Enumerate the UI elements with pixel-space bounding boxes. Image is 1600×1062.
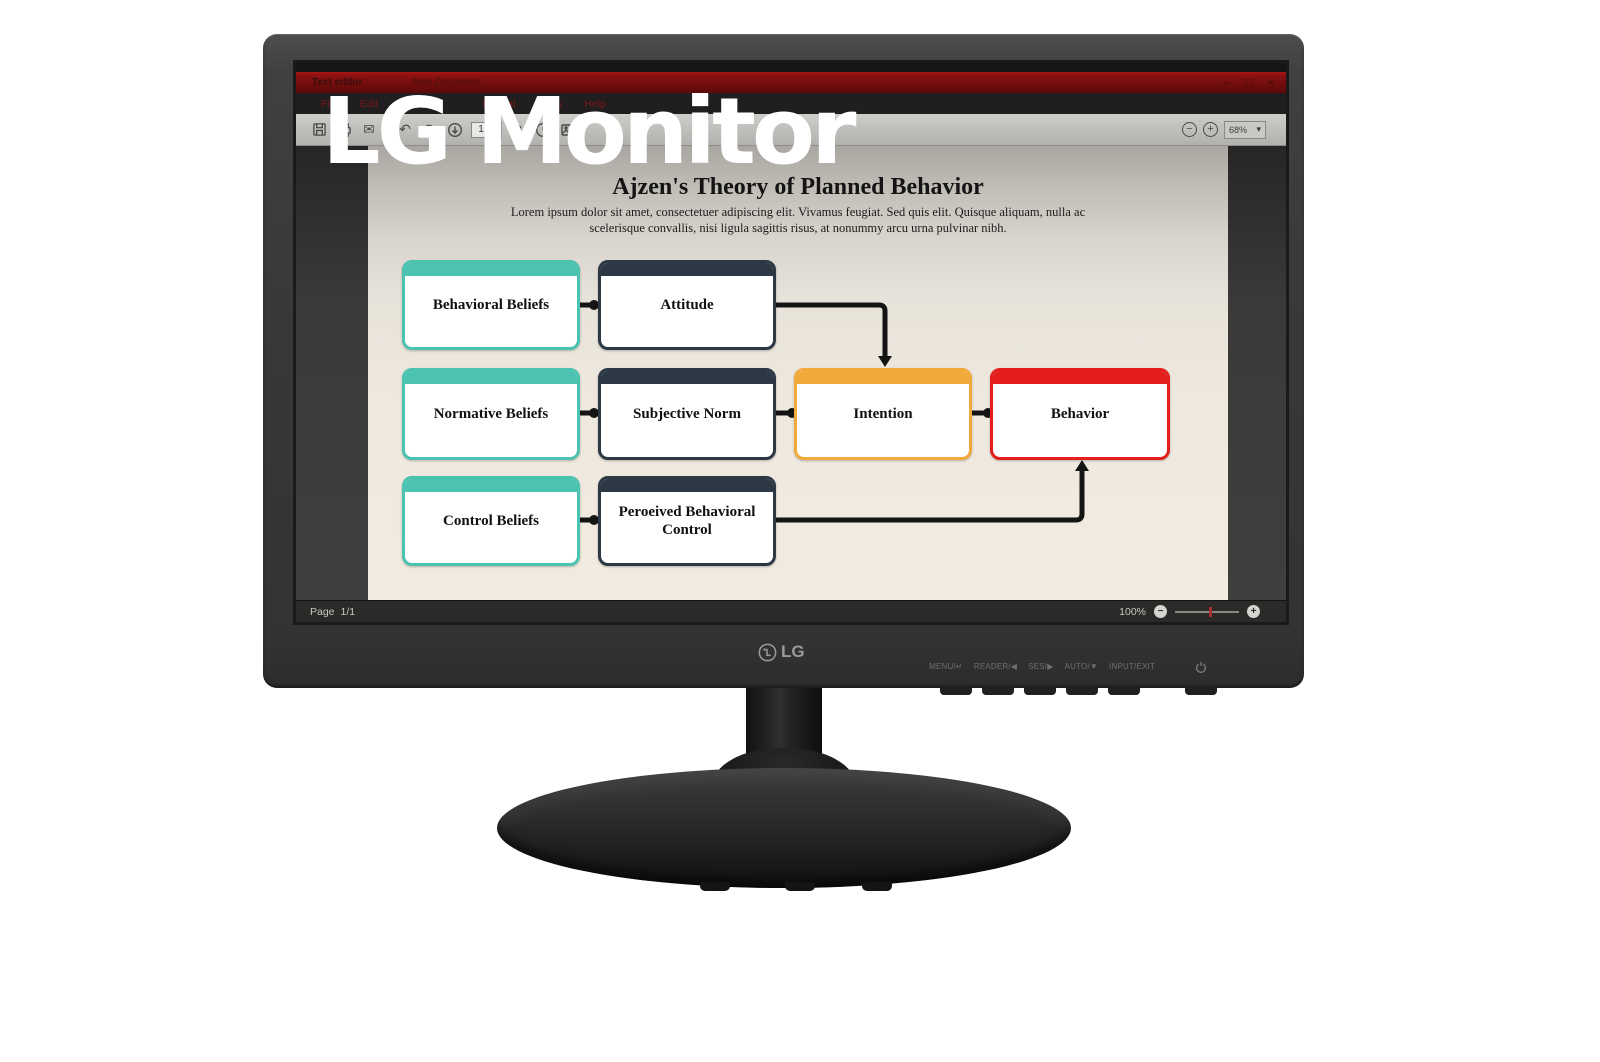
monitor-button bbox=[1024, 686, 1056, 695]
statusbar-page-label: Page bbox=[310, 605, 335, 618]
image-icon[interactable] bbox=[559, 121, 577, 139]
screen: Text editor New Document – □ × File Edit… bbox=[296, 63, 1286, 622]
menu-file[interactable]: File bbox=[321, 97, 338, 110]
node-label: Subjective Norm bbox=[633, 406, 741, 422]
save-icon[interactable] bbox=[310, 121, 328, 139]
node-behavior[interactable]: Behavior bbox=[990, 368, 1170, 460]
page-body-text: Lorem ipsum dolor sit amet, consectetuer… bbox=[510, 205, 1086, 235]
osd-menu-label: MENU/↵ bbox=[929, 662, 963, 671]
node-label: Intention bbox=[853, 406, 913, 422]
zoom-out-button[interactable]: − bbox=[1154, 605, 1167, 618]
statusbar-zoom-group: 100% − + bbox=[1119, 605, 1260, 618]
page-title: Ajzen's Theory of Planned Behavior bbox=[612, 174, 984, 200]
zoom-out-button[interactable]: − bbox=[1182, 122, 1197, 137]
editor-document-area: Ajzen's Theory of Planned Behavior Lorem… bbox=[296, 146, 1286, 600]
node-header bbox=[601, 263, 773, 276]
diagram-connectors bbox=[575, 300, 1089, 525]
editor-gutter-left bbox=[296, 146, 368, 600]
menu-tools[interactable]: Tools bbox=[537, 97, 563, 110]
undo-icon[interactable]: ↶ bbox=[399, 121, 411, 137]
menu-view[interactable]: View bbox=[400, 97, 423, 110]
osd-auto-label: AUTO/▼ bbox=[1064, 662, 1098, 671]
stand-foot bbox=[700, 882, 730, 891]
osd-ses-label: SES/▶ bbox=[1028, 662, 1054, 671]
monitor-power-button bbox=[1185, 686, 1217, 695]
node-label: Behavior bbox=[1050, 406, 1110, 422]
lg-logo-text: LG bbox=[781, 642, 805, 661]
maximize-button[interactable]: □ bbox=[1244, 76, 1252, 89]
chevron-down-icon: ▾ bbox=[1256, 124, 1261, 134]
zoom-slider[interactable] bbox=[1175, 606, 1239, 617]
power-icon bbox=[1195, 660, 1207, 678]
minimize-button[interactable]: – bbox=[1222, 76, 1229, 89]
node-header bbox=[405, 479, 577, 492]
app-title: Text editor bbox=[312, 77, 363, 88]
monitor-button bbox=[1108, 686, 1140, 695]
node-subjective-norm[interactable]: Subjective Norm bbox=[598, 368, 776, 460]
node-behavioral-beliefs[interactable]: Behavioral Beliefs bbox=[402, 260, 580, 350]
node-header bbox=[797, 371, 969, 384]
document-page: Ajzen's Theory of Planned Behavior Lorem… bbox=[368, 146, 1228, 600]
menu-format[interactable]: Format bbox=[482, 97, 516, 110]
document-title: New Document bbox=[412, 77, 481, 88]
monitor-stand-base bbox=[497, 768, 1071, 888]
zoom-in-button[interactable]: + bbox=[1247, 605, 1260, 618]
redo-icon[interactable]: ↷ bbox=[424, 121, 436, 137]
window-controls: – □ × bbox=[1223, 77, 1274, 89]
zoom-level-value: 68% bbox=[1229, 124, 1248, 135]
osd-reader-label: READER/◀ bbox=[973, 662, 1018, 671]
statusbar-zoom-value: 100% bbox=[1119, 605, 1146, 618]
toolbar-zoom-group: − + 68% ▾ bbox=[1182, 120, 1266, 139]
page-number-field[interactable]: 1 bbox=[471, 121, 491, 138]
editor-gutter-right bbox=[1228, 146, 1286, 600]
node-label: Attitude bbox=[660, 297, 714, 313]
menubar: File Edit View Format Tools Help bbox=[296, 93, 1286, 114]
monitor-button bbox=[940, 686, 972, 695]
node-normative-beliefs[interactable]: Normative Beliefs bbox=[402, 368, 580, 460]
lg-logo: LG bbox=[758, 642, 805, 662]
toolbar-separator bbox=[388, 120, 389, 139]
stand-foot bbox=[862, 882, 892, 891]
node-perceived-behavioral-control[interactable]: Peroeived Behavioral Control bbox=[598, 476, 776, 566]
node-attitude[interactable]: Attitude bbox=[598, 260, 776, 350]
history-icon[interactable] bbox=[534, 121, 552, 139]
node-control-beliefs[interactable]: Control Beliefs bbox=[402, 476, 580, 566]
node-header bbox=[993, 371, 1167, 384]
monitor-button bbox=[982, 686, 1014, 695]
zoom-slider-handle[interactable] bbox=[1209, 606, 1212, 617]
osd-controls: MENU/↵ READER/◀ SES/▶ AUTO/▼ INPUT/EXIT bbox=[923, 662, 1155, 671]
download-icon[interactable] bbox=[446, 121, 464, 139]
monitor-bezel: Text editor New Document – □ × File Edit… bbox=[263, 34, 1304, 695]
toolbar-separator bbox=[501, 120, 502, 139]
menu-help[interactable]: Help bbox=[584, 97, 606, 110]
statusbar: Page 1/1 100% − + bbox=[296, 600, 1286, 622]
toolbar: ✉ ↶ ↷ 1 B bbox=[296, 114, 1286, 146]
email-icon[interactable]: ✉ bbox=[363, 121, 375, 137]
close-button[interactable]: × bbox=[1267, 76, 1274, 89]
node-intention[interactable]: Intention bbox=[794, 368, 972, 460]
node-label: Normative Beliefs bbox=[433, 406, 549, 422]
node-label: Peroeived Behavioral Control bbox=[618, 504, 756, 538]
node-label: Control Beliefs bbox=[443, 513, 539, 529]
node-label: Behavioral Beliefs bbox=[432, 297, 550, 313]
print-icon[interactable] bbox=[335, 121, 353, 139]
osd-input-label: INPUT/EXIT bbox=[1108, 662, 1155, 671]
node-header bbox=[601, 479, 773, 492]
node-header bbox=[601, 371, 773, 384]
node-header bbox=[405, 371, 577, 384]
statusbar-page-value: 1/1 bbox=[340, 605, 356, 618]
zoom-level-dropdown[interactable]: 68% ▾ bbox=[1224, 120, 1266, 139]
zoom-in-button[interactable]: + bbox=[1203, 122, 1218, 137]
stand-foot bbox=[785, 882, 815, 891]
menu-edit[interactable]: Edit bbox=[359, 97, 379, 110]
node-header bbox=[405, 263, 577, 276]
watermark-text: LG Monitor bbox=[322, 78, 857, 185]
lg-logo-icon bbox=[758, 643, 777, 661]
bold-icon[interactable]: B bbox=[513, 122, 523, 137]
monitor-button bbox=[1066, 686, 1098, 695]
titlebar: Text editor New Document – □ × bbox=[296, 72, 1286, 93]
